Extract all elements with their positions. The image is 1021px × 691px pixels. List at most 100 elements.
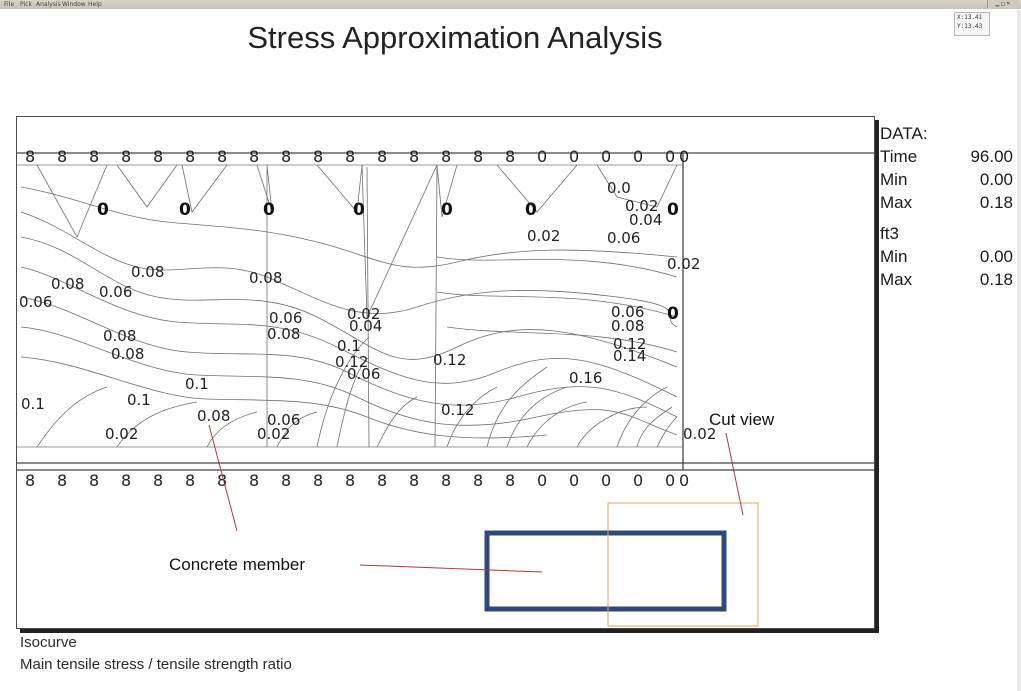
- legend-max-value: 0.18: [979, 193, 1013, 212]
- svg-text:0: 0: [569, 471, 579, 490]
- svg-text:8: 8: [441, 147, 451, 166]
- svg-text:8: 8: [25, 147, 35, 166]
- svg-text:0: 0: [633, 147, 643, 166]
- menu-item-pick[interactable]: Pick: [20, 1, 32, 8]
- caption-description: Main tensile stress / tensile strength r…: [20, 656, 292, 673]
- contour-label: 0.08: [197, 407, 230, 425]
- svg-text:8: 8: [377, 147, 387, 166]
- contour-label: 0.06: [269, 309, 302, 327]
- svg-text:8: 8: [505, 471, 515, 490]
- menu-bar: File Pick Analysis Window Help ▁ ◻ ✕: [0, 0, 1021, 9]
- contour-label: 0.08: [267, 325, 300, 343]
- svg-text:8: 8: [313, 471, 323, 490]
- svg-text:8: 8: [185, 471, 195, 490]
- svg-text:0: 0: [665, 147, 675, 166]
- contour-label: 0.08: [611, 317, 644, 335]
- legend-group-label: ft3: [880, 224, 899, 243]
- contour-label: 0.12: [433, 351, 466, 369]
- svg-text:8: 8: [249, 471, 259, 490]
- menu-item-analysis[interactable]: Analysis: [36, 1, 61, 8]
- svg-text:0: 0: [97, 200, 109, 220]
- svg-text:8: 8: [473, 147, 483, 166]
- coord-y: Y:13.43: [957, 23, 983, 30]
- caption-isocurve: Isocurve: [20, 634, 77, 651]
- leader-cut-view: [725, 432, 744, 516]
- legend-group-min-value: 0.00: [979, 247, 1013, 266]
- svg-text:8: 8: [345, 147, 355, 166]
- leader-concrete-plot: [208, 424, 238, 532]
- svg-text:0: 0: [679, 147, 689, 166]
- coord-x: X:13.41: [957, 14, 983, 21]
- contour-label: 0.02: [667, 255, 700, 273]
- svg-text:8: 8: [121, 147, 131, 166]
- svg-text:8: 8: [25, 471, 35, 490]
- vertical-scrollbar[interactable]: [1017, 10, 1021, 691]
- window-controls[interactable]: ▁ ◻ ✕: [987, 0, 1018, 8]
- svg-text:8: 8: [313, 147, 323, 166]
- svg-text:8: 8: [121, 471, 131, 490]
- contour-label: 0.1: [21, 395, 45, 413]
- svg-text:8: 8: [345, 471, 355, 490]
- svg-text:8: 8: [185, 147, 195, 166]
- contour-label: 0.06: [99, 283, 132, 301]
- isocurves: [20, 164, 678, 448]
- contour-label: 0.1: [127, 391, 151, 409]
- svg-text:8: 8: [217, 471, 227, 490]
- concrete-member-label: Concrete member: [169, 555, 305, 574]
- menu-item-window[interactable]: Window: [62, 1, 86, 8]
- contour-label: 0.08: [103, 327, 136, 345]
- svg-text:8: 8: [57, 471, 67, 490]
- coordinate-readout: X:13.41 Y:13.43: [954, 12, 990, 36]
- contour-label: 0.06: [607, 229, 640, 247]
- contour-label: 0.08: [111, 345, 144, 363]
- svg-text:0: 0: [537, 147, 547, 166]
- svg-text:8: 8: [505, 147, 515, 166]
- contour-label: 0.1: [337, 337, 361, 355]
- svg-text:0: 0: [537, 471, 547, 490]
- svg-text:8: 8: [377, 471, 387, 490]
- svg-text:8: 8: [89, 471, 99, 490]
- svg-text:0: 0: [667, 200, 679, 220]
- svg-text:0: 0: [633, 471, 643, 490]
- legend-group-min-label: Min: [880, 247, 908, 266]
- contour-label: 0.02: [347, 305, 380, 323]
- svg-text:0: 0: [441, 200, 453, 220]
- contour-label: 0.12: [335, 353, 368, 371]
- contour-label: 0.02: [105, 425, 138, 443]
- svg-text:8: 8: [217, 147, 227, 166]
- contour-label: 0.0: [607, 179, 631, 197]
- svg-text:8: 8: [281, 147, 291, 166]
- svg-text:0: 0: [179, 200, 191, 220]
- contour-label: 0.08: [249, 269, 282, 287]
- legend-max-label: Max: [880, 193, 913, 212]
- svg-text:8: 8: [57, 147, 67, 166]
- legend-time-value: 96.00: [970, 147, 1013, 166]
- svg-text:8: 8: [153, 471, 163, 490]
- svg-text:8: 8: [473, 471, 483, 490]
- svg-text:0: 0: [665, 471, 675, 490]
- page-title: Stress Approximation Analysis: [247, 20, 663, 55]
- svg-text:0: 0: [601, 147, 611, 166]
- svg-text:8: 8: [281, 471, 291, 490]
- cut-view-box: [607, 502, 759, 627]
- contour-label: 0.08: [131, 263, 164, 281]
- legend-header: DATA:: [880, 124, 928, 143]
- contour-label: 0.02: [257, 425, 290, 443]
- svg-text:8: 8: [441, 471, 451, 490]
- contour-label: 0.12: [613, 335, 646, 353]
- cut-view-label: Cut view: [709, 410, 775, 429]
- svg-text:0: 0: [601, 471, 611, 490]
- contour-label: 0.08: [51, 275, 84, 293]
- contour-label: 0.1: [185, 375, 209, 393]
- svg-text:0: 0: [679, 471, 689, 490]
- menu-item-help[interactable]: Help: [88, 1, 102, 8]
- contour-label: 0.06: [611, 303, 644, 321]
- svg-text:8: 8: [409, 471, 419, 490]
- svg-text:0: 0: [667, 304, 679, 324]
- svg-text:0: 0: [525, 200, 537, 220]
- menu-item-file[interactable]: File: [4, 1, 15, 8]
- contour-value-labels: 0.06 0.08 0.06 0.08 0.08 0.08 0.08 0.1 0…: [19, 179, 716, 443]
